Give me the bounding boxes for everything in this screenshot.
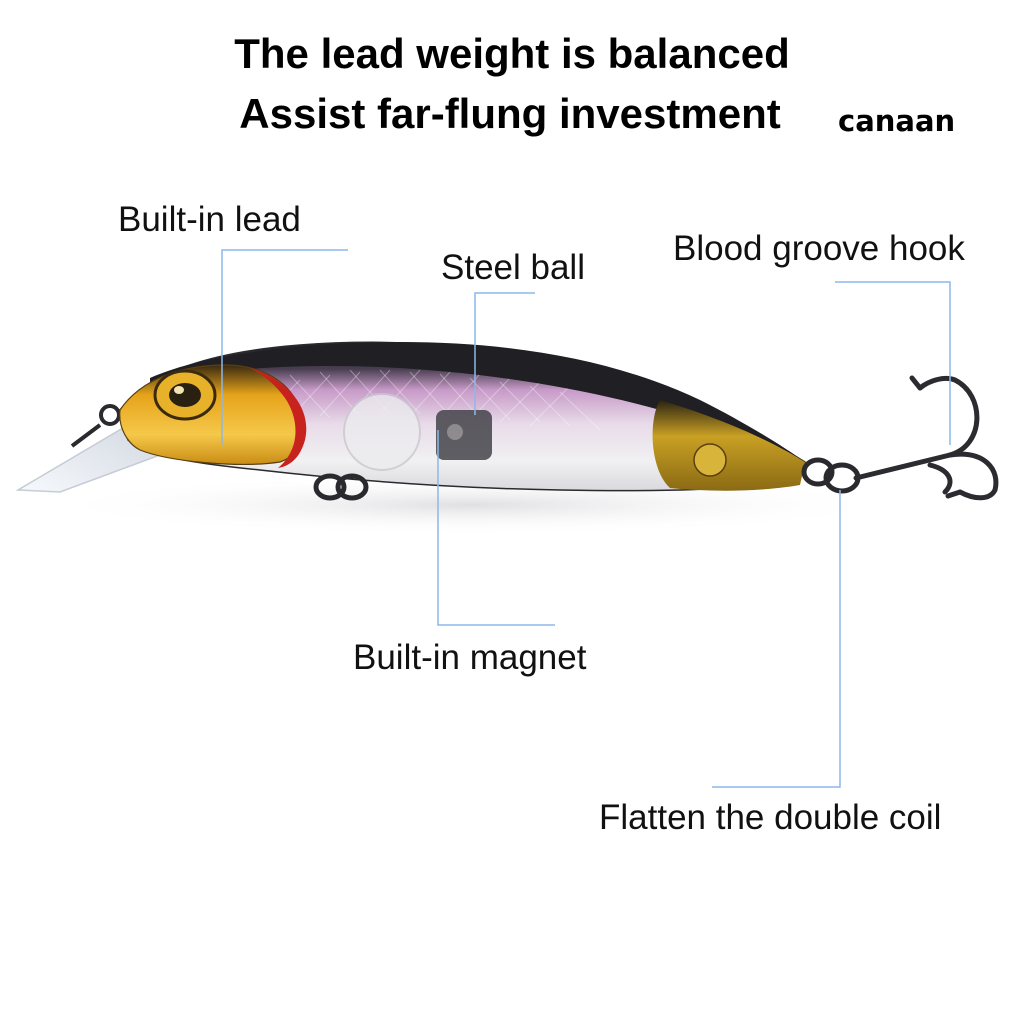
belly-eyelet-icon — [313, 473, 369, 501]
leader-steel-ball — [474, 292, 535, 415]
leader-double-coil — [712, 490, 841, 788]
lure-eye-icon — [153, 369, 217, 421]
lure-tail — [652, 400, 805, 491]
headline-line-2: Assist far-flung investment — [239, 90, 781, 137]
label-steel-ball: Steel ball — [441, 248, 585, 287]
nose-eyelet-icon — [70, 404, 121, 448]
leader-built-in-lead — [221, 249, 348, 445]
leader-blood-groove-hook — [835, 281, 951, 445]
internal-chamber — [343, 393, 492, 471]
split-ring-icon — [801, 457, 861, 494]
lure-back-stripe — [150, 342, 805, 462]
label-blood-groove-hook: Blood groove hook — [673, 229, 965, 268]
label-built-in-lead: Built-in lead — [118, 200, 301, 239]
treble-hook-icon — [853, 375, 999, 501]
brand-logo: canaan — [838, 104, 956, 138]
label-flatten-double-coil: Flatten the double coil — [599, 798, 942, 837]
leader-built-in-magnet — [437, 430, 555, 626]
tail-spot — [693, 443, 727, 477]
headline-line-1: The lead weight is balanced — [234, 30, 790, 77]
leader-lines — [221, 249, 951, 788]
label-built-in-magnet: Built-in magnet — [353, 638, 587, 677]
gill-mark — [250, 368, 307, 468]
